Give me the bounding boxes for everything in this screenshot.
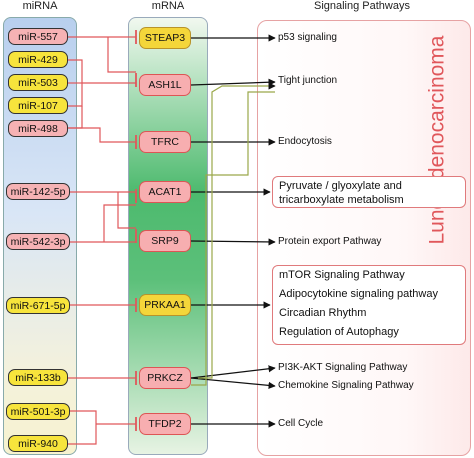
- mirna-mir-429[interactable]: miR-429: [8, 51, 68, 68]
- mirna-mir-142-5p[interactable]: miR-142-5p: [6, 183, 70, 200]
- pathway-tight-junction: Tight junction: [278, 75, 338, 86]
- mrna-acat1[interactable]: ACAT1: [139, 181, 191, 203]
- mirna-label: miR-940: [18, 437, 58, 450]
- mirna-label: miR-498: [18, 122, 58, 135]
- mrna-label: TFDP2: [148, 418, 182, 430]
- mrna-label: ACAT1: [148, 186, 182, 198]
- pathway-adipocytokine: Adipocytokine signaling pathway: [279, 288, 438, 300]
- mrna-label: TFRC: [151, 136, 179, 148]
- crosslink-prkcz-tight: [198, 82, 276, 379]
- edge-mir542-acat1: [103, 204, 136, 242]
- mrna-header: mRNA: [151, 0, 185, 12]
- arrow-srp9-protein-export: [190, 238, 276, 246]
- pathway-pyruvate-line1: Pyruvate / glyoxylate and: [279, 180, 402, 192]
- mrna-label: STEAP3: [144, 32, 186, 44]
- mirna-label: miR-107: [18, 99, 58, 112]
- edge-mir557-ash1l: [107, 37, 136, 73]
- mrna-prkaa1[interactable]: PRKAA1: [139, 294, 191, 316]
- pyruvate-box: [272, 176, 466, 208]
- pathway-endocytosis: Endocytosis: [278, 136, 332, 147]
- mirna-label: miR-542-3p: [10, 235, 66, 248]
- pathway-pyruvate-line2: tricarboxylate metabolism: [279, 194, 404, 206]
- mrna-tfdp2[interactable]: TFDP2: [139, 413, 191, 435]
- pathway-chemokine: Chemokine Signaling Pathway: [278, 380, 414, 391]
- pathway-protein-export: Protein export Pathway: [278, 236, 382, 247]
- mirna-mir-498[interactable]: miR-498: [8, 120, 68, 137]
- pathway-circadian: Circadian Rhythm: [279, 307, 367, 319]
- mrna-tfrc[interactable]: TFRC: [139, 131, 191, 153]
- mrna-label: PRKCZ: [147, 372, 183, 384]
- pathways-header: Signaling Pathways: [313, 0, 410, 12]
- prkaa1-pathway-box: [272, 265, 466, 345]
- mrna-ash1l[interactable]: ASH1L: [139, 74, 191, 96]
- mrna-srp9[interactable]: SRP9: [139, 230, 191, 252]
- mirna-label: miR-671-5p: [10, 299, 66, 312]
- mirna-label: miR-142-5p: [10, 185, 66, 198]
- arrow-ash1l-tight: [190, 78, 276, 86]
- mrna-prkcz[interactable]: PRKCZ: [139, 367, 191, 389]
- edge-mir142-srp9: [117, 192, 136, 229]
- mirna-label: miR-429: [18, 53, 58, 66]
- mirna-mir-557[interactable]: miR-557: [8, 28, 68, 45]
- edge-mir498-tfrc: [68, 127, 136, 143]
- mirna-header: miRNA: [22, 0, 58, 12]
- mirna-mir-133b[interactable]: miR-133b: [8, 369, 68, 386]
- crosslink-prkaa1-tight: [191, 91, 275, 386]
- mrna-label: SRP9: [151, 235, 179, 247]
- mirna-mir-542-3p[interactable]: miR-542-3p: [6, 233, 70, 250]
- mirna-mir-503[interactable]: miR-503: [8, 74, 68, 91]
- mrna-label: PRKAA1: [144, 299, 186, 311]
- pathway-autophagy: Regulation of Autophagy: [279, 326, 399, 338]
- mrna-label: ASH1L: [148, 79, 182, 91]
- mirna-label: miR-503: [18, 76, 58, 89]
- mirna-mir-940[interactable]: miR-940: [8, 435, 68, 452]
- arrow-prkcz-pi3k: [190, 365, 276, 379]
- pathway-p53-signaling: p53 signaling: [278, 32, 337, 43]
- edge-mir498-hub: [68, 106, 83, 129]
- pathway-panel: [257, 20, 471, 456]
- pathway-pi3k-akt: PI3K-AKT Signaling Pathway: [278, 362, 408, 373]
- arrow-prkcz-chemokine: [190, 377, 276, 389]
- mirna-mir-107[interactable]: miR-107: [8, 97, 68, 114]
- mirna-mir-501-3p[interactable]: miR-501-3p: [6, 403, 70, 420]
- mrna-steap3[interactable]: STEAP3: [139, 27, 191, 49]
- mirna-mir-671-5p[interactable]: miR-671-5p: [6, 297, 70, 314]
- mirna-label: miR-133b: [15, 371, 61, 384]
- edge-mir501-940-hub: [68, 410, 97, 445]
- mirna-label: miR-501-3p: [10, 405, 66, 418]
- pathway-mtor: mTOR Signaling Pathway: [279, 269, 405, 281]
- mirna-label: miR-557: [18, 30, 58, 43]
- pathway-cell-cycle: Cell Cycle: [278, 418, 324, 429]
